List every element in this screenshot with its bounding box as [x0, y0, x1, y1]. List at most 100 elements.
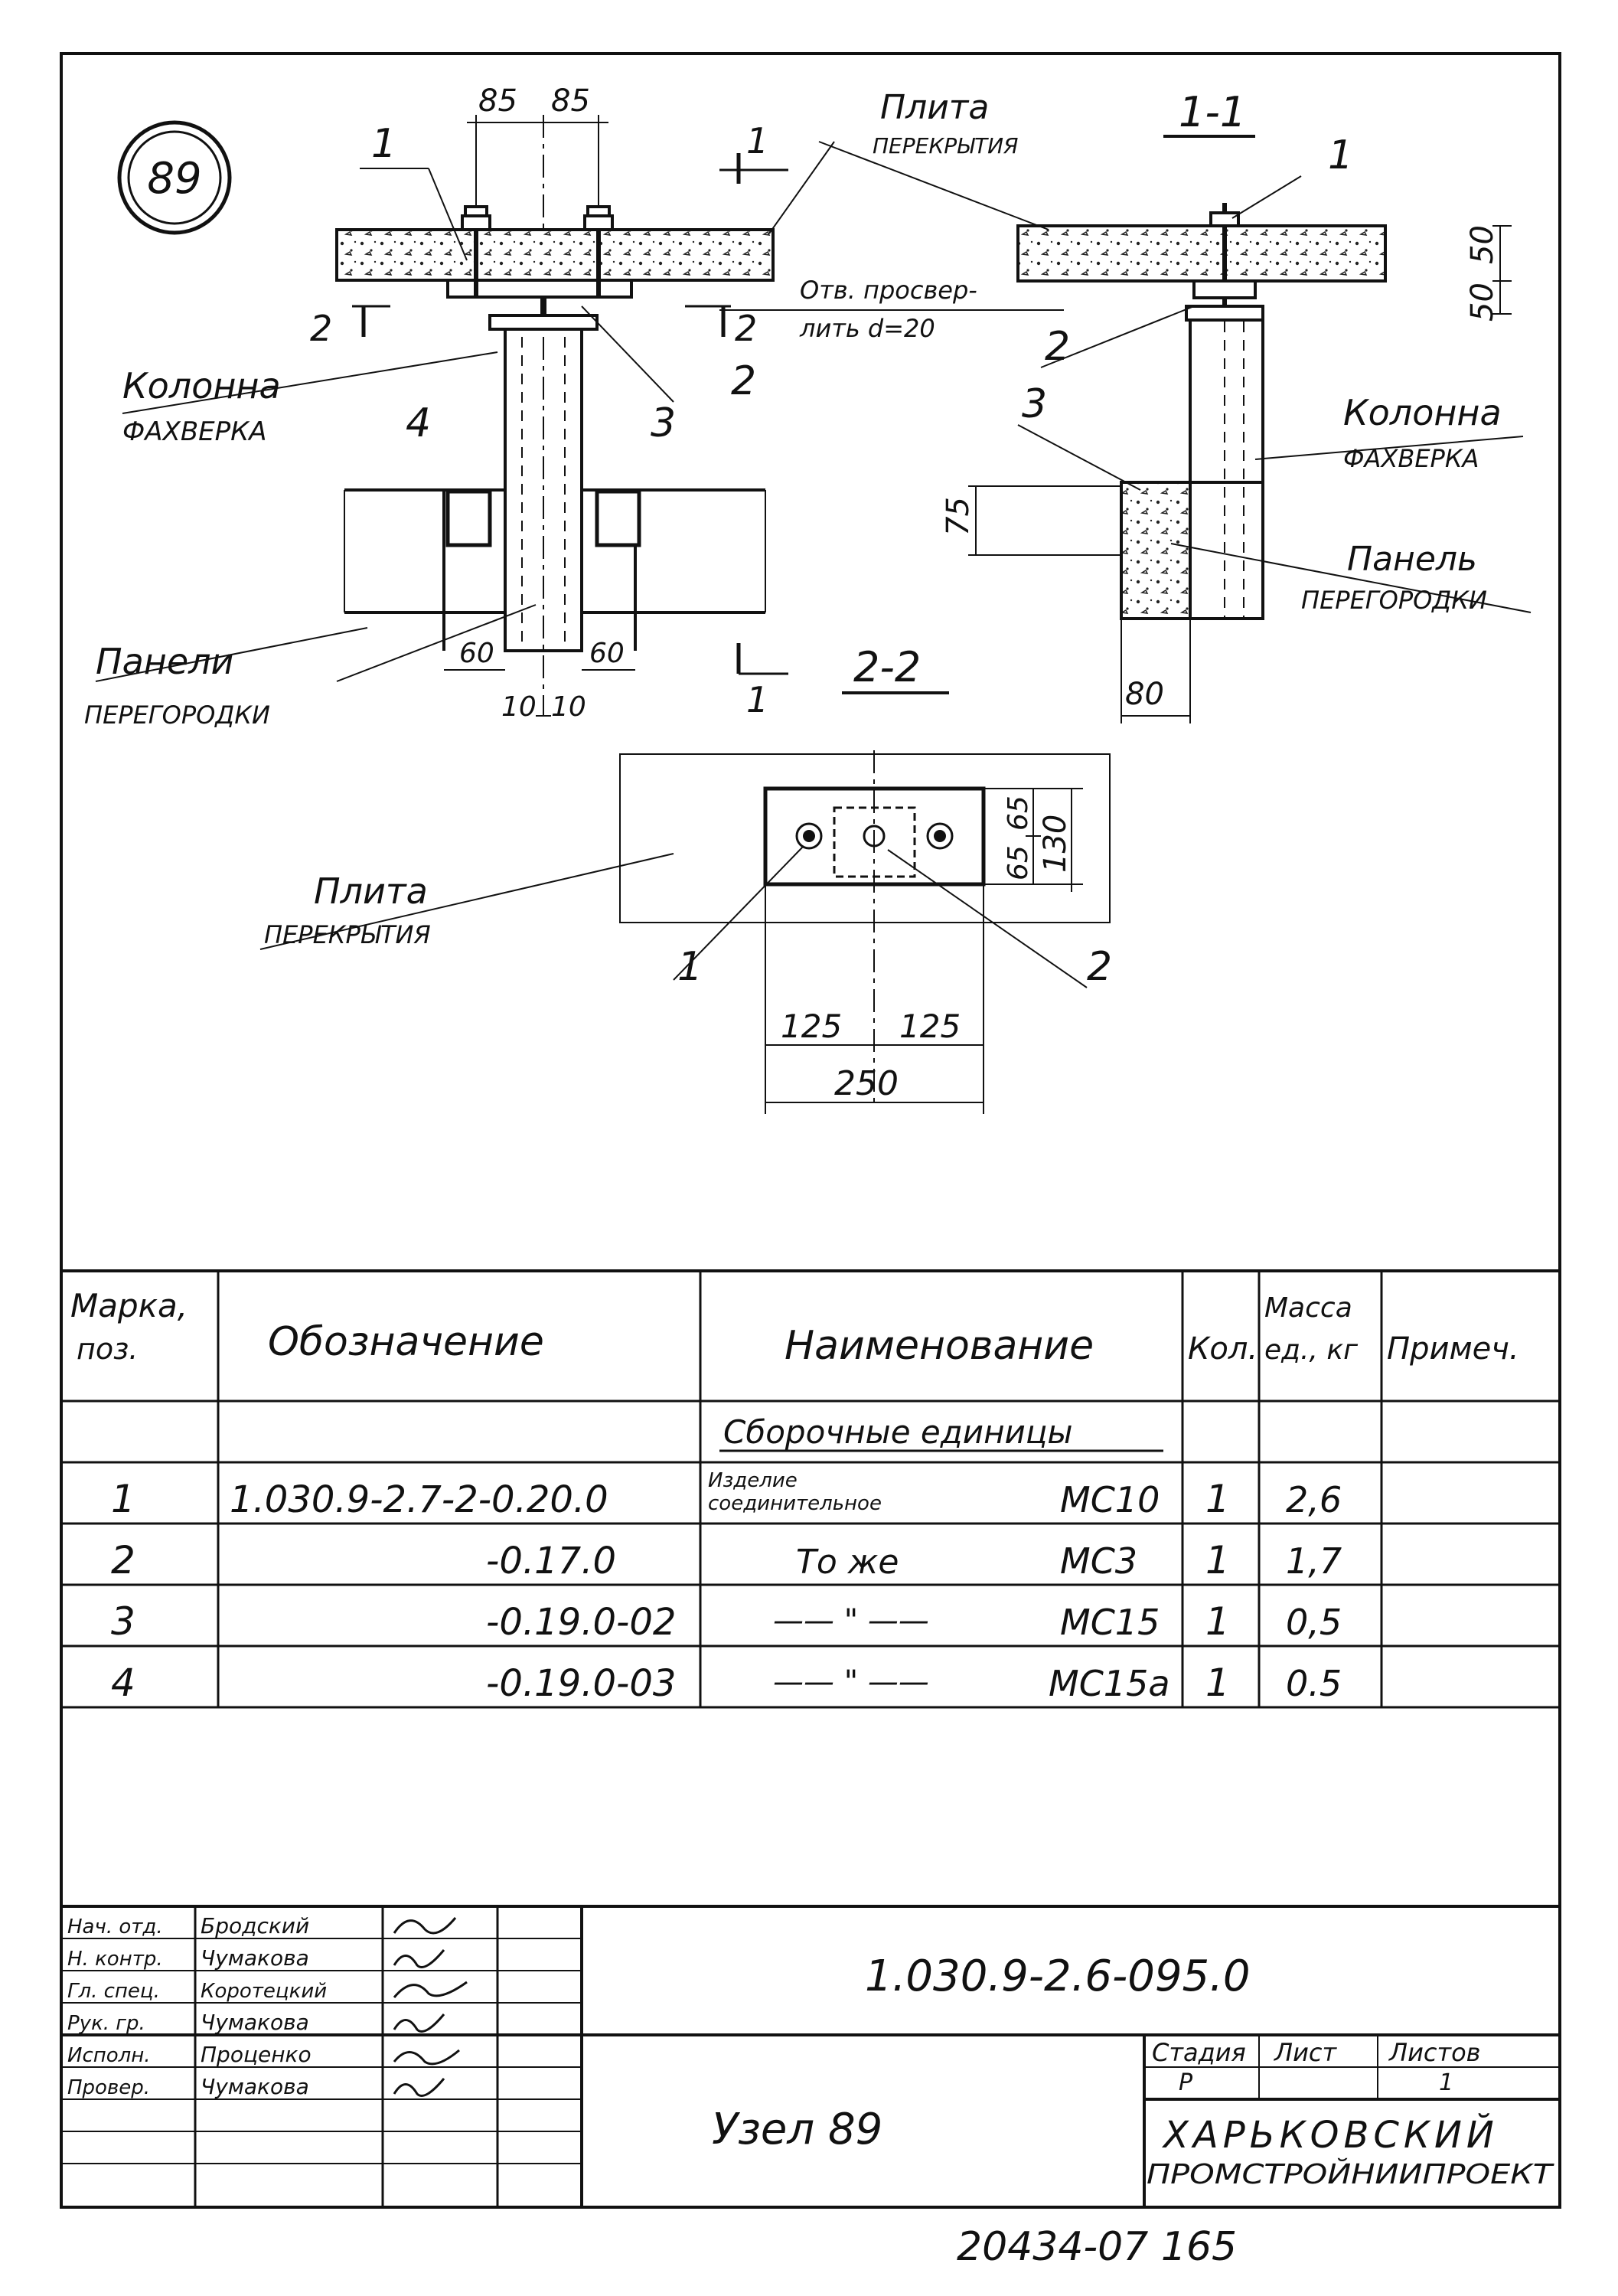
th-qty: Кол. [1188, 1331, 1258, 1367]
row4-mark: МС15а [1049, 1663, 1170, 1704]
label-section-2-2: 2-2 [853, 643, 921, 691]
label-panel-top: Панель [1347, 540, 1477, 579]
dim-60a: 60 [459, 638, 494, 669]
doc-code: 1.030.9-2.6-095.0 [865, 1951, 1251, 2001]
pos-3-main: 3 [651, 400, 676, 446]
th-name: Наименование [785, 1323, 1094, 1369]
sheets-value: 1 [1439, 2069, 1453, 2096]
row3-designation: -0.19.0-02 [486, 1601, 676, 1644]
name-5: Проценко [201, 2042, 312, 2067]
row2-designation: -0.17.0 [486, 1540, 616, 1582]
drawing-sheet [60, 52, 1561, 2209]
section-title: Сборочные единицы [723, 1413, 1073, 1451]
pos-2-main: 2 [731, 358, 756, 404]
role-2: Н. контр. [67, 1948, 163, 1971]
floor-slab-section [1016, 224, 1387, 283]
row1-qty: 1 [1205, 1477, 1230, 1521]
th-mark-2: поз. [77, 1332, 138, 1366]
pos-1-main: 1 [371, 121, 396, 167]
dim-50a: 50 [1465, 225, 1500, 264]
dim-130: 130 [1038, 815, 1073, 873]
row1-designation: 1.030.9-2.7-2-0.20.0 [230, 1478, 608, 1521]
title-block-text: Нач. отд. Бродский Н. контр. Чумакова Гл… [67, 1913, 1554, 2190]
label-slab2-top: Плита [314, 870, 428, 912]
org-line-2: ПРОМСТРОЙНИИПРОЕКТ [1147, 2158, 1554, 2190]
pos-2-section: 2 [1045, 324, 1070, 370]
dim-75: 75 [941, 497, 976, 536]
th-note: Примеч. [1387, 1331, 1519, 1367]
column-section [1189, 318, 1264, 620]
dim-10b: 10 [551, 691, 586, 723]
row1-mass: 2,6 [1286, 1479, 1342, 1520]
label-column-top: Колонна [122, 365, 281, 407]
cut-mark-1-bottom: 1 [746, 679, 768, 720]
label-slab2-bottom: ПЕРЕКРЫТИЯ [264, 920, 431, 949]
name-4: Чумакова [201, 2010, 309, 2035]
label-column2-bottom: ФАХВЕРКА [1343, 444, 1479, 473]
row3-mass: 0,5 [1286, 1602, 1342, 1643]
dim-60b: 60 [589, 638, 625, 669]
th-mass-1: Масса [1264, 1292, 1352, 1324]
cut-mark-2-right: 2 [735, 308, 757, 349]
archive-number: 20434-07 165 [957, 2224, 1238, 2270]
cut-mark-2-left: 2 [310, 308, 332, 349]
org-line-1: ХАРЬКОВСКИЙ [1161, 2113, 1499, 2157]
row4-mass: 0.5 [1286, 1663, 1342, 1704]
node-badge: 89 [117, 120, 232, 235]
row3-name: —— " —— [773, 1603, 929, 1638]
dim-80: 80 [1125, 677, 1164, 712]
role-5: Исполн. [67, 2044, 151, 2067]
name-6: Чумакова [201, 2074, 309, 2099]
name-2: Чумакова [201, 1945, 309, 1971]
dim-85b: 85 [551, 83, 590, 119]
label-section-1-1: 1-1 [1179, 88, 1246, 136]
th-mass-2: ед., кг [1264, 1334, 1359, 1366]
main-elevation [95, 115, 1064, 717]
label-slab-bottom: ПЕРЕКРЫТИЯ [873, 133, 1019, 158]
row1-pos: 1 [111, 1477, 135, 1521]
row1-mark: МС10 [1060, 1479, 1160, 1520]
row2-name: То же [796, 1543, 899, 1582]
row3-qty: 1 [1205, 1599, 1230, 1644]
row1-name-2: соединительное [708, 1492, 882, 1515]
dim-10a: 10 [501, 691, 537, 723]
floor-slab [335, 228, 775, 282]
sheet-label: Лист [1274, 2038, 1337, 2067]
row2-mark: МС3 [1060, 1540, 1137, 1582]
label-column-bottom: ФАХВЕРКА [122, 416, 267, 447]
spec-table-text: Марка, поз. Обозначение Наименование Кол… [70, 1287, 1519, 1705]
dim-50b: 50 [1465, 283, 1500, 322]
dim-125b: 125 [899, 1008, 961, 1045]
pos-1-plan: 1 [677, 944, 703, 990]
name-3: Коротецкий [201, 1980, 327, 2003]
dim-125a: 125 [781, 1008, 842, 1045]
row4-name: —— " —— [773, 1664, 929, 1700]
row4-designation: -0.19.0-03 [486, 1662, 676, 1705]
partition-panel-section [1120, 481, 1192, 620]
pos-1-section: 1 [1328, 132, 1353, 178]
dim-65a: 65 [1003, 795, 1034, 831]
pos-4-main: 4 [406, 400, 431, 446]
stage-value: Р [1179, 2069, 1193, 2096]
row2-mass: 1,7 [1286, 1540, 1342, 1582]
row4-pos: 4 [111, 1661, 135, 1705]
pos-2-plan: 2 [1087, 944, 1112, 990]
section-1-1 [818, 141, 1532, 723]
label-slab-top: Плита [880, 88, 989, 127]
dim-65b: 65 [1003, 845, 1034, 880]
label-column2-top: Колонна [1343, 392, 1502, 433]
label-panels-top: Панели [96, 641, 233, 682]
row3-mark: МС15 [1060, 1602, 1160, 1643]
label-hole-note-2: лить d=20 [799, 314, 935, 343]
label-panels-bottom: ПЕРЕГОРОДКИ [84, 701, 270, 730]
row4-qty: 1 [1205, 1661, 1230, 1705]
stage-label: Стадия [1152, 2038, 1246, 2067]
row2-pos: 2 [111, 1538, 135, 1582]
cut-mark-1-top: 1 [746, 120, 768, 162]
row1-name-1: Изделие [708, 1469, 798, 1492]
role-6: Провер. [67, 2076, 150, 2099]
spec-table [61, 1269, 1560, 1709]
drawing-labels: Плита ПЕРЕКРЫТИЯ 1-1 Отв. просвер- лить … [84, 83, 1502, 1103]
th-designation: Обозначение [268, 1319, 544, 1365]
label-panel-bottom: ПЕРЕГОРОДКИ [1301, 586, 1487, 615]
